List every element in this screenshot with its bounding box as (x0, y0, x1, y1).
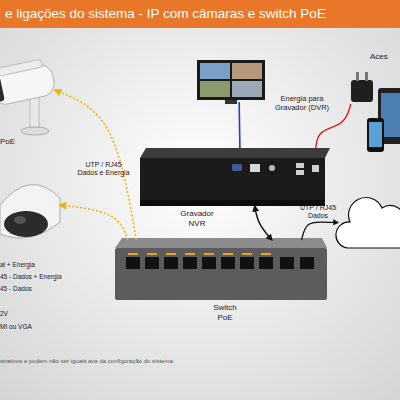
rj45-port (259, 257, 273, 269)
dome-camera (0, 185, 60, 238)
phone-screen (369, 122, 382, 147)
mobile-devices (367, 88, 400, 152)
rj45-port (183, 257, 197, 269)
monitor-tile (232, 81, 262, 97)
cable-connector (238, 102, 240, 148)
cloud-node (338, 190, 400, 255)
footnote: strativos e podem não ser iguais aos da … (0, 358, 330, 365)
nvr-node: Gravador NVR (140, 148, 325, 206)
legend-text: 2V (0, 310, 110, 318)
rj45-port (300, 257, 314, 269)
camera-base (21, 127, 49, 135)
camera-body-group (0, 57, 56, 106)
legend-text: MI ou VGA (0, 323, 110, 331)
switch-top (115, 238, 327, 248)
legend-text: 45 - Dados (0, 285, 110, 293)
switch-front (115, 248, 327, 300)
power-port (312, 165, 319, 172)
adapter-node: Energia para Gravador (DVR) (348, 72, 376, 104)
rj45-port (221, 257, 235, 269)
rj45-port (280, 257, 294, 269)
device-label: Switch PoE (210, 303, 240, 322)
monitor-stand (225, 100, 237, 104)
led (204, 253, 214, 255)
led (223, 253, 233, 255)
led (128, 253, 138, 255)
device-label: Aces (370, 52, 400, 62)
monitor-tile (200, 63, 230, 79)
bullet-camera (0, 57, 56, 135)
rj45-port (145, 257, 159, 269)
device-label: PoE (0, 137, 30, 147)
camera-hood (0, 59, 43, 78)
lan-port (250, 164, 260, 172)
switch-ports (126, 257, 314, 269)
led (147, 253, 157, 255)
led (242, 253, 252, 255)
monitor (197, 60, 265, 104)
nvr-foot (140, 200, 325, 206)
mobile-node: Aces (366, 85, 400, 160)
camera-mount (30, 95, 39, 131)
monitor-node (197, 60, 265, 102)
usb-port (296, 170, 304, 175)
usb-port (296, 163, 304, 168)
phone (367, 118, 384, 152)
adapter-pin (365, 72, 368, 81)
led (261, 253, 271, 255)
switch-node: Switch PoE (115, 240, 327, 302)
connectors (55, 90, 351, 240)
dome-housing (0, 185, 60, 238)
cable-label: UTP / RJ45 Dados (294, 204, 342, 221)
adapter-body (351, 80, 373, 102)
switch-leds (128, 253, 271, 255)
nvr-top (140, 148, 330, 158)
dome-reflection (14, 216, 26, 224)
camera-lens (0, 77, 5, 103)
audio-port (269, 165, 275, 171)
nvr-recorder (140, 148, 330, 206)
cable-connector (255, 206, 272, 240)
rj45-port (240, 257, 254, 269)
device-label: Energia para Gravador (DVR) (272, 94, 332, 112)
internet-cloud (336, 198, 400, 248)
led (185, 253, 195, 255)
legend-text: al + Energia (0, 261, 110, 269)
cable-label: UTP / RJ45 Dados e Energia (76, 161, 131, 178)
poe-switch (115, 238, 327, 300)
legend-text: 45 - Dados + Energia (0, 273, 110, 281)
nvr-front (140, 158, 325, 206)
rj45-port (164, 257, 178, 269)
monitor-tile (200, 81, 230, 97)
monitor-tile (232, 63, 262, 79)
device-label: Gravador NVR (177, 209, 217, 228)
cable-connector (60, 205, 128, 240)
bullet-camera-node: PoE (0, 55, 55, 133)
power-adapter (351, 72, 373, 102)
rj45-port (202, 257, 216, 269)
title-banner (0, 0, 400, 28)
diagram-title: e ligações do sistema - IP com câmaras e… (5, 6, 400, 21)
monitor-frame (197, 60, 265, 100)
adapter-pin (356, 72, 359, 81)
cable-connector (55, 90, 136, 240)
led (166, 253, 176, 255)
dome-lens (4, 211, 48, 237)
rj45-port (126, 257, 140, 269)
dome-camera-node (0, 165, 60, 245)
vga-port (232, 164, 242, 171)
cable-connector (302, 222, 338, 240)
